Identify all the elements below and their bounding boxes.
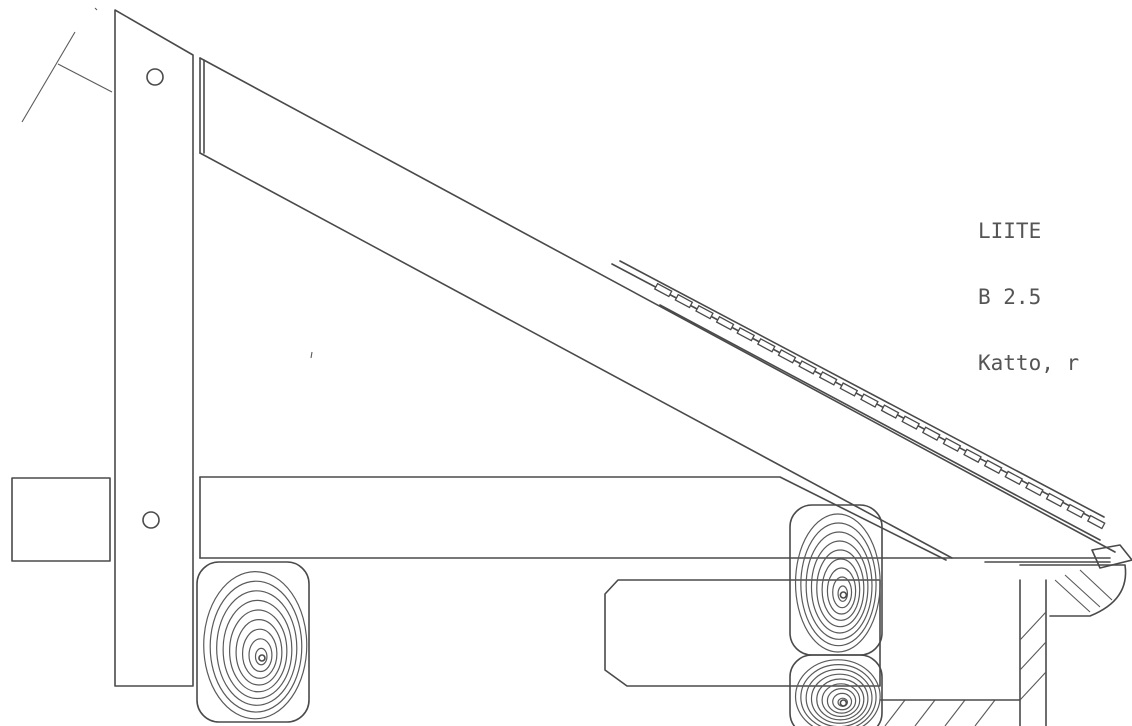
grain-ring — [800, 664, 877, 726]
roof-slat — [1004, 470, 1024, 486]
grain-ring — [837, 585, 849, 602]
roof-slat — [921, 426, 941, 441]
grain-ring — [821, 683, 861, 718]
grain-ring — [810, 673, 869, 724]
log-pith — [839, 591, 848, 599]
roof-slat — [695, 304, 714, 320]
roof-slat — [674, 293, 694, 309]
diagonal-rafter — [199, 57, 1116, 559]
caption-line-2: B 2.5 — [978, 285, 1042, 309]
roof-slat — [798, 360, 817, 375]
roof-slat — [901, 415, 921, 430]
grain-ring — [832, 692, 853, 711]
grain-ring — [235, 618, 283, 686]
drawing-caption: LIITE B 2.5 Katto, r — [978, 176, 1079, 396]
grain-ring — [241, 628, 278, 679]
grain-ring — [832, 576, 853, 609]
grain-ring — [805, 668, 873, 726]
caption-line-1: LIITE — [978, 219, 1042, 243]
roof-slat — [736, 326, 756, 342]
log-outline — [789, 654, 883, 726]
roof-slat — [777, 349, 797, 364]
bolt-hole-bottom — [142, 511, 160, 529]
roof-slat — [860, 393, 879, 408]
roof-covering — [611, 260, 1106, 541]
grain-ring — [816, 549, 865, 628]
construction-marks — [21, 7, 113, 123]
grain-ring — [800, 522, 877, 647]
grain-ring — [229, 609, 288, 693]
bolt-hole-top — [146, 68, 164, 86]
roof-slat — [756, 337, 776, 353]
log-cross-section-left — [196, 561, 310, 723]
caption-line-3: Katto, r — [978, 351, 1080, 375]
roof-slat — [880, 404, 900, 419]
log-cross-section-right-bottom — [789, 654, 883, 726]
roof-slat — [1086, 514, 1106, 530]
grain-ring — [203, 571, 308, 720]
grain-ring — [794, 659, 881, 726]
grain-ring — [805, 531, 873, 640]
grain-ring — [209, 580, 303, 713]
vertical-post — [114, 9, 194, 687]
log-outline — [196, 561, 310, 723]
roof-slat — [1025, 481, 1044, 497]
grain-ring — [821, 558, 861, 621]
grain-ring — [816, 678, 865, 721]
grain-ring — [810, 540, 869, 634]
fascia-board — [604, 579, 1047, 726]
log-pith — [839, 699, 848, 707]
grain-ring — [248, 638, 273, 673]
roof-slat — [983, 459, 1003, 475]
stray-mark — [310, 351, 313, 359]
roof-slat — [942, 437, 962, 453]
grain-ring — [254, 647, 268, 666]
log-pith — [258, 654, 266, 662]
roof-slat — [839, 382, 859, 397]
roof-slat — [1045, 492, 1065, 508]
grain-ring — [794, 513, 881, 653]
horizontal-tie-beam — [199, 476, 1111, 561]
eave-gutter — [984, 544, 1132, 617]
roof-slat — [1066, 503, 1085, 519]
tie-beam-stub — [11, 477, 111, 562]
roof-slat — [963, 448, 982, 464]
grain-ring — [826, 687, 857, 714]
roof-slat — [818, 371, 838, 386]
grain-ring — [216, 590, 298, 706]
roof-slat — [653, 282, 673, 298]
grain-ring — [826, 567, 857, 615]
grain-ring — [222, 599, 293, 700]
roof-slat — [715, 315, 735, 331]
